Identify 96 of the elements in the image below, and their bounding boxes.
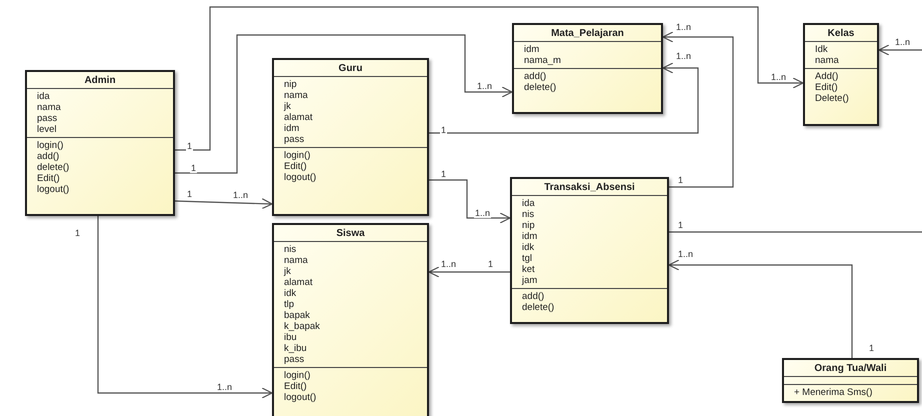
attribute-text: idk [284, 288, 296, 299]
class-box [510, 177, 669, 324]
attribute-text: pass [284, 134, 304, 145]
multiplicity-label: 1..n [476, 81, 494, 91]
class-name: Siswa [274, 225, 427, 242]
multiplicity-label: 1..n [675, 22, 692, 32]
multiplicity-label: 1 [186, 141, 194, 151]
method-text: Delete() [815, 93, 849, 104]
multiplicity-label: 1 [190, 163, 198, 173]
method-text: Add() [815, 71, 838, 82]
multiplicity-label: 1..n [675, 51, 692, 61]
class-name: Orang Tua/Wali [784, 360, 917, 377]
attribute-text: idm [284, 123, 300, 134]
attribute-text: ket [522, 264, 535, 275]
multiplicity-label: 1..n [232, 190, 250, 200]
multiplicity-label: 1 [186, 189, 194, 199]
method-text: logout() [284, 172, 316, 183]
attribute-text: alamat [284, 112, 313, 123]
attribute-text: idm [522, 231, 538, 242]
method-text: logout() [284, 392, 316, 403]
association-arrow [662, 31, 734, 188]
attribute-text: k_ibu [284, 343, 307, 354]
method-text: login() [284, 370, 310, 381]
attribute-text: tlp [284, 299, 294, 310]
method-text: delete() [522, 302, 554, 313]
multiplicity-label: 1 [487, 259, 494, 269]
association-arrow [175, 34, 513, 174]
class-name: Kelas [805, 25, 877, 42]
multiplicity-label: 1..n [677, 249, 694, 259]
association-arrow [429, 62, 699, 134]
class-box [272, 58, 429, 216]
association-arrow [428, 266, 510, 278]
method-text: delete() [524, 82, 556, 93]
method-text: login() [284, 150, 310, 161]
attribute-text: jk [284, 266, 291, 277]
attribute-text: ibu [284, 332, 297, 343]
multiplicity-label: 1 [440, 169, 448, 179]
method-text: login() [37, 140, 64, 151]
attribute-text: ida [522, 198, 535, 209]
method-text: Edit() [37, 173, 60, 184]
method-text: add() [524, 71, 546, 82]
association-arrow [175, 6, 804, 151]
class-box [803, 23, 879, 126]
method-text: delete() [37, 162, 70, 173]
method-text: + Menerima Sms() [794, 387, 872, 398]
attribute-text: alamat [284, 277, 313, 288]
attribute-text: nama_m [524, 55, 561, 66]
method-text: add() [522, 291, 544, 302]
attribute-text: k_bapak [284, 321, 320, 332]
association-arrow [878, 44, 922, 56]
attribute-text: pass [37, 113, 58, 124]
attribute-text: Idk [815, 44, 828, 55]
attribute-text: nis [522, 209, 534, 220]
association-arrow [429, 179, 511, 224]
attribute-text: bapak [284, 310, 310, 321]
attribute-text: nip [522, 220, 535, 231]
class-name: Transaksi_Absensi [512, 179, 667, 196]
method-text: Edit() [284, 381, 307, 392]
multiplicity-label: 1..n [894, 37, 912, 47]
method-text: Edit() [815, 82, 838, 93]
association-arrow [174, 198, 273, 210]
attribute-text: nama [815, 55, 839, 66]
class-name: Guru [274, 60, 427, 77]
attribute-text: nama [284, 255, 308, 266]
attribute-text: nis [284, 244, 296, 255]
class-box [272, 223, 429, 416]
multiplicity-label: 1 [677, 220, 684, 230]
class-box [512, 23, 663, 114]
class-name: Mata_Pelajaran [514, 25, 661, 42]
multiplicity-label: 1..n [216, 382, 234, 392]
attribute-text: nama [284, 90, 308, 101]
association-arrow [668, 259, 853, 358]
attribute-text: nama [37, 102, 61, 113]
method-text: add() [37, 151, 60, 162]
attribute-text: tgl [522, 253, 532, 264]
association-arrow [97, 216, 273, 399]
method-text: Edit() [284, 161, 307, 172]
multiplicity-label: 1 [74, 228, 82, 238]
attribute-text: level [37, 124, 57, 135]
attribute-text: idk [522, 242, 534, 253]
multiplicity-label: 1 [677, 175, 684, 185]
class-name: Admin [27, 72, 173, 89]
multiplicity-label: 1..n [474, 208, 492, 218]
method-text: logout() [37, 184, 70, 195]
attribute-text: jam [522, 275, 538, 286]
attribute-text: nip [284, 79, 297, 90]
attribute-text: jk [284, 101, 291, 112]
multiplicity-label: 1 [440, 125, 448, 135]
multiplicity-label: 1..n [440, 259, 458, 269]
class-box [782, 358, 919, 403]
multiplicity-label: 1 [868, 343, 876, 353]
attribute-text: ida [37, 91, 50, 102]
attribute-text: pass [284, 354, 304, 365]
class-box [25, 70, 175, 216]
attribute-text: idm [524, 44, 540, 55]
multiplicity-label: 1..n [770, 72, 788, 82]
